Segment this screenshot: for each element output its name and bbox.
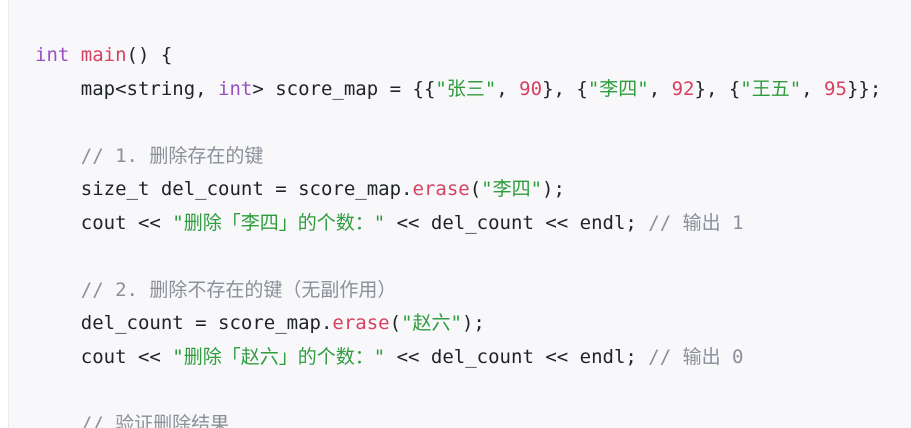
function-token: main	[80, 44, 127, 66]
number-token: 95	[824, 77, 847, 100]
comment-token: // 验证删除结果	[80, 412, 230, 428]
code-text: }, {	[542, 77, 588, 100]
code-text: > score_map = {{	[252, 77, 436, 100]
code-text: ,	[496, 77, 520, 100]
keyword-token: int	[218, 77, 253, 100]
code-line: int main() {	[35, 39, 881, 73]
string-token: "张三"	[435, 77, 497, 100]
code-text: size_t del_count = score_map.	[35, 178, 413, 200]
string-token: "李四"	[587, 77, 649, 100]
keyword-token: int	[35, 44, 70, 66]
code-line	[35, 374, 881, 408]
code-text: << del_count << endl;	[385, 211, 649, 234]
code-text: ,	[801, 77, 825, 100]
code-listing: int main() { map<string, int> score_map …	[35, 39, 881, 428]
string-token: "删除「赵六」的个数："	[172, 345, 386, 368]
code-text: (	[389, 312, 402, 334]
code-text: << del_count << endl;	[385, 345, 649, 368]
function-token: erase	[412, 178, 470, 200]
string-token: "赵六"	[401, 312, 462, 334]
code-text	[35, 145, 81, 167]
code-text: }, {	[694, 77, 741, 100]
code-text: (	[469, 178, 482, 200]
number-token: 90	[519, 77, 543, 100]
code-line: // 1. 删除存在的键	[35, 140, 881, 174]
code-line: del_count = score_map.erase("赵六");	[35, 307, 881, 341]
code-line: cout << "删除「赵六」的个数：" << del_count << end…	[35, 341, 881, 375]
code-block: int main() { map<string, int> score_map …	[8, 0, 911, 428]
comment-token: // 输出 1	[648, 211, 744, 234]
code-line: // 验证删除结果	[35, 408, 881, 428]
code-text: ,	[648, 77, 672, 100]
code-line: size_t del_count = score_map.erase("李四")…	[35, 173, 881, 207]
code-text: del_count = score_map.	[35, 312, 333, 334]
code-line	[35, 106, 881, 140]
code-text: );	[542, 178, 565, 200]
code-text	[35, 413, 81, 428]
code-line: cout << "删除「李四」的个数：" << del_count << end…	[35, 207, 881, 241]
code-text: () {	[126, 44, 173, 66]
code-text	[69, 44, 80, 66]
code-text: map<string,	[35, 77, 219, 100]
comment-token: // 输出 0	[648, 345, 744, 368]
code-text: );	[461, 312, 485, 334]
code-line: // 2. 删除不存在的键（无副作用）	[35, 274, 881, 308]
number-token: 92	[671, 77, 695, 100]
code-text: cout <<	[35, 345, 173, 368]
string-token: "李四"	[481, 178, 543, 200]
comment-token: // 1. 删除存在的键	[80, 144, 264, 167]
code-text	[35, 279, 81, 301]
code-line: map<string, int> score_map = {{"张三", 90}…	[35, 73, 882, 107]
code-text: }};	[846, 77, 882, 100]
string-token: "王五"	[740, 77, 802, 100]
code-text: cout <<	[35, 211, 173, 234]
code-line	[35, 240, 881, 274]
function-token: erase	[332, 312, 390, 334]
comment-token: // 2. 删除不存在的键（无副作用）	[80, 278, 397, 301]
string-token: "删除「李四」的个数："	[172, 211, 386, 234]
